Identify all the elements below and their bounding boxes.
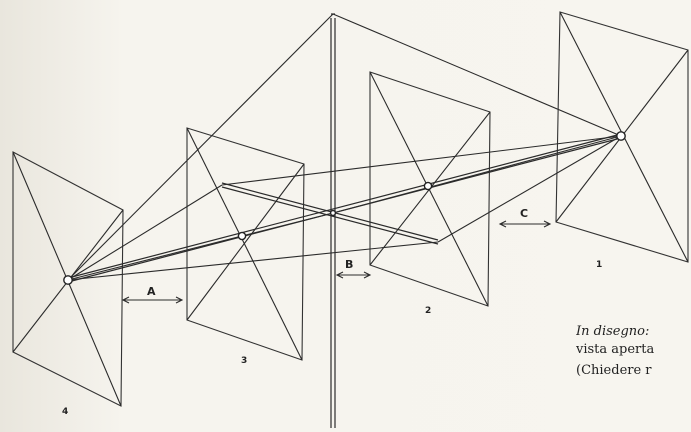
caption-line-1: In disegno: — [576, 324, 691, 339]
spacing-label-a: A — [147, 285, 156, 298]
element-label-2: 2 — [425, 306, 432, 316]
dimension-arrow-c — [498, 220, 552, 228]
dimension-arrow-b — [335, 271, 372, 279]
caption-line-3: (Chiedere r — [576, 363, 652, 378]
support-guy-lines — [67, 13, 622, 281]
spacing-label-c: C — [520, 207, 529, 220]
caption-line-2: vista aperta — [576, 342, 655, 357]
spreader-arm — [221, 182, 439, 245]
element-3-frame — [186, 127, 305, 361]
bracing-wires — [67, 135, 622, 281]
element-label-4: 4 — [62, 407, 69, 417]
element-label-3: 3 — [241, 356, 248, 366]
caption-italic-text: In disegno: — [576, 324, 650, 339]
element-hubs — [63, 131, 626, 285]
dimension-arrow-a — [121, 296, 184, 304]
mast — [330, 13, 336, 428]
spacing-label-b: B — [345, 258, 354, 271]
element-label-1: 1 — [596, 260, 603, 270]
